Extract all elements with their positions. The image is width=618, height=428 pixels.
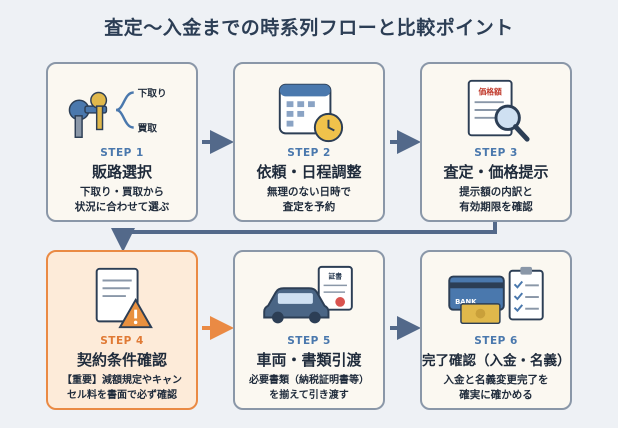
step-name: 完了確認（入金・名義） <box>422 353 571 369</box>
page-title: 査定〜入金までの時系列フローと比較ポイント <box>104 17 514 39</box>
icon-label-purchase: 買取 <box>138 122 158 134</box>
step-card-2: STEP 2 依頼・日程調整 無理のない日時で査定を予約 <box>233 62 385 222</box>
step-desc: 入金と名義変更完了を確実に確かめる <box>443 374 549 401</box>
car-documents-icon: 証書 <box>263 265 353 324</box>
icon-label-bank: BANK <box>455 298 477 306</box>
step-desc: 提示額の内訳と有効期限を確認 <box>459 186 533 213</box>
step-label: STEP 5 <box>287 335 331 347</box>
step-card-5: 証書 STEP 5 車両・書類引渡 必要書類（納税証明書等）を揃えて引き渡す <box>233 250 385 410</box>
icon-label-trade-in: 下取り <box>138 87 167 99</box>
step-name: 査定・価格提示 <box>443 163 549 181</box>
step-card-4: STEP 4 契約条件確認 【重要】減額規定やキャンセル料を書面で必ず確認 <box>46 250 198 410</box>
step-name: 依頼・日程調整 <box>256 163 362 181</box>
contract-warning-icon <box>95 267 153 329</box>
step-label: STEP 4 <box>100 335 144 347</box>
step-card-3: 価格額 STEP 3 査定・価格提示 提示額の内訳と有効期限を確認 <box>420 62 572 222</box>
icon-label-certificate: 証書 <box>328 272 342 281</box>
keys-icon: 下取り 買取 <box>68 87 167 138</box>
step-desc: 無理のない日時で査定を予約 <box>267 186 351 213</box>
step-name: 契約条件確認 <box>76 351 167 369</box>
step-desc: 下取り・買取から状況に合わせて選ぶ <box>74 186 170 213</box>
step-label: STEP 2 <box>287 147 331 159</box>
step-desc: 必要書類（納税証明書等）を揃えて引き渡す <box>249 375 369 401</box>
calendar-clock-icon <box>278 83 344 143</box>
arrow-3-4 <box>111 222 497 252</box>
price-document-magnifier-icon: 価格額 <box>467 79 530 142</box>
step-name: 車両・書類引渡 <box>256 351 362 369</box>
step-card-6: BANK STEP 6 完了確認（入金・名義） 入金と名義変更完了を確実に確かめ… <box>420 250 572 410</box>
step-name: 販路選択 <box>91 163 152 181</box>
step-label: STEP 1 <box>100 147 144 159</box>
bank-card-checklist-icon: BANK <box>448 266 544 325</box>
step-card-1: 下取り 買取 STEP 1 販路選択 下取り・買取から状況に合わせて選ぶ <box>46 62 198 222</box>
step-label: STEP 6 <box>474 335 518 347</box>
icon-label-price: 価格額 <box>478 86 503 96</box>
step-label: STEP 3 <box>474 147 518 159</box>
step-desc: 【重要】減額規定やキャンセル料を書面で必ず確認 <box>62 375 182 401</box>
